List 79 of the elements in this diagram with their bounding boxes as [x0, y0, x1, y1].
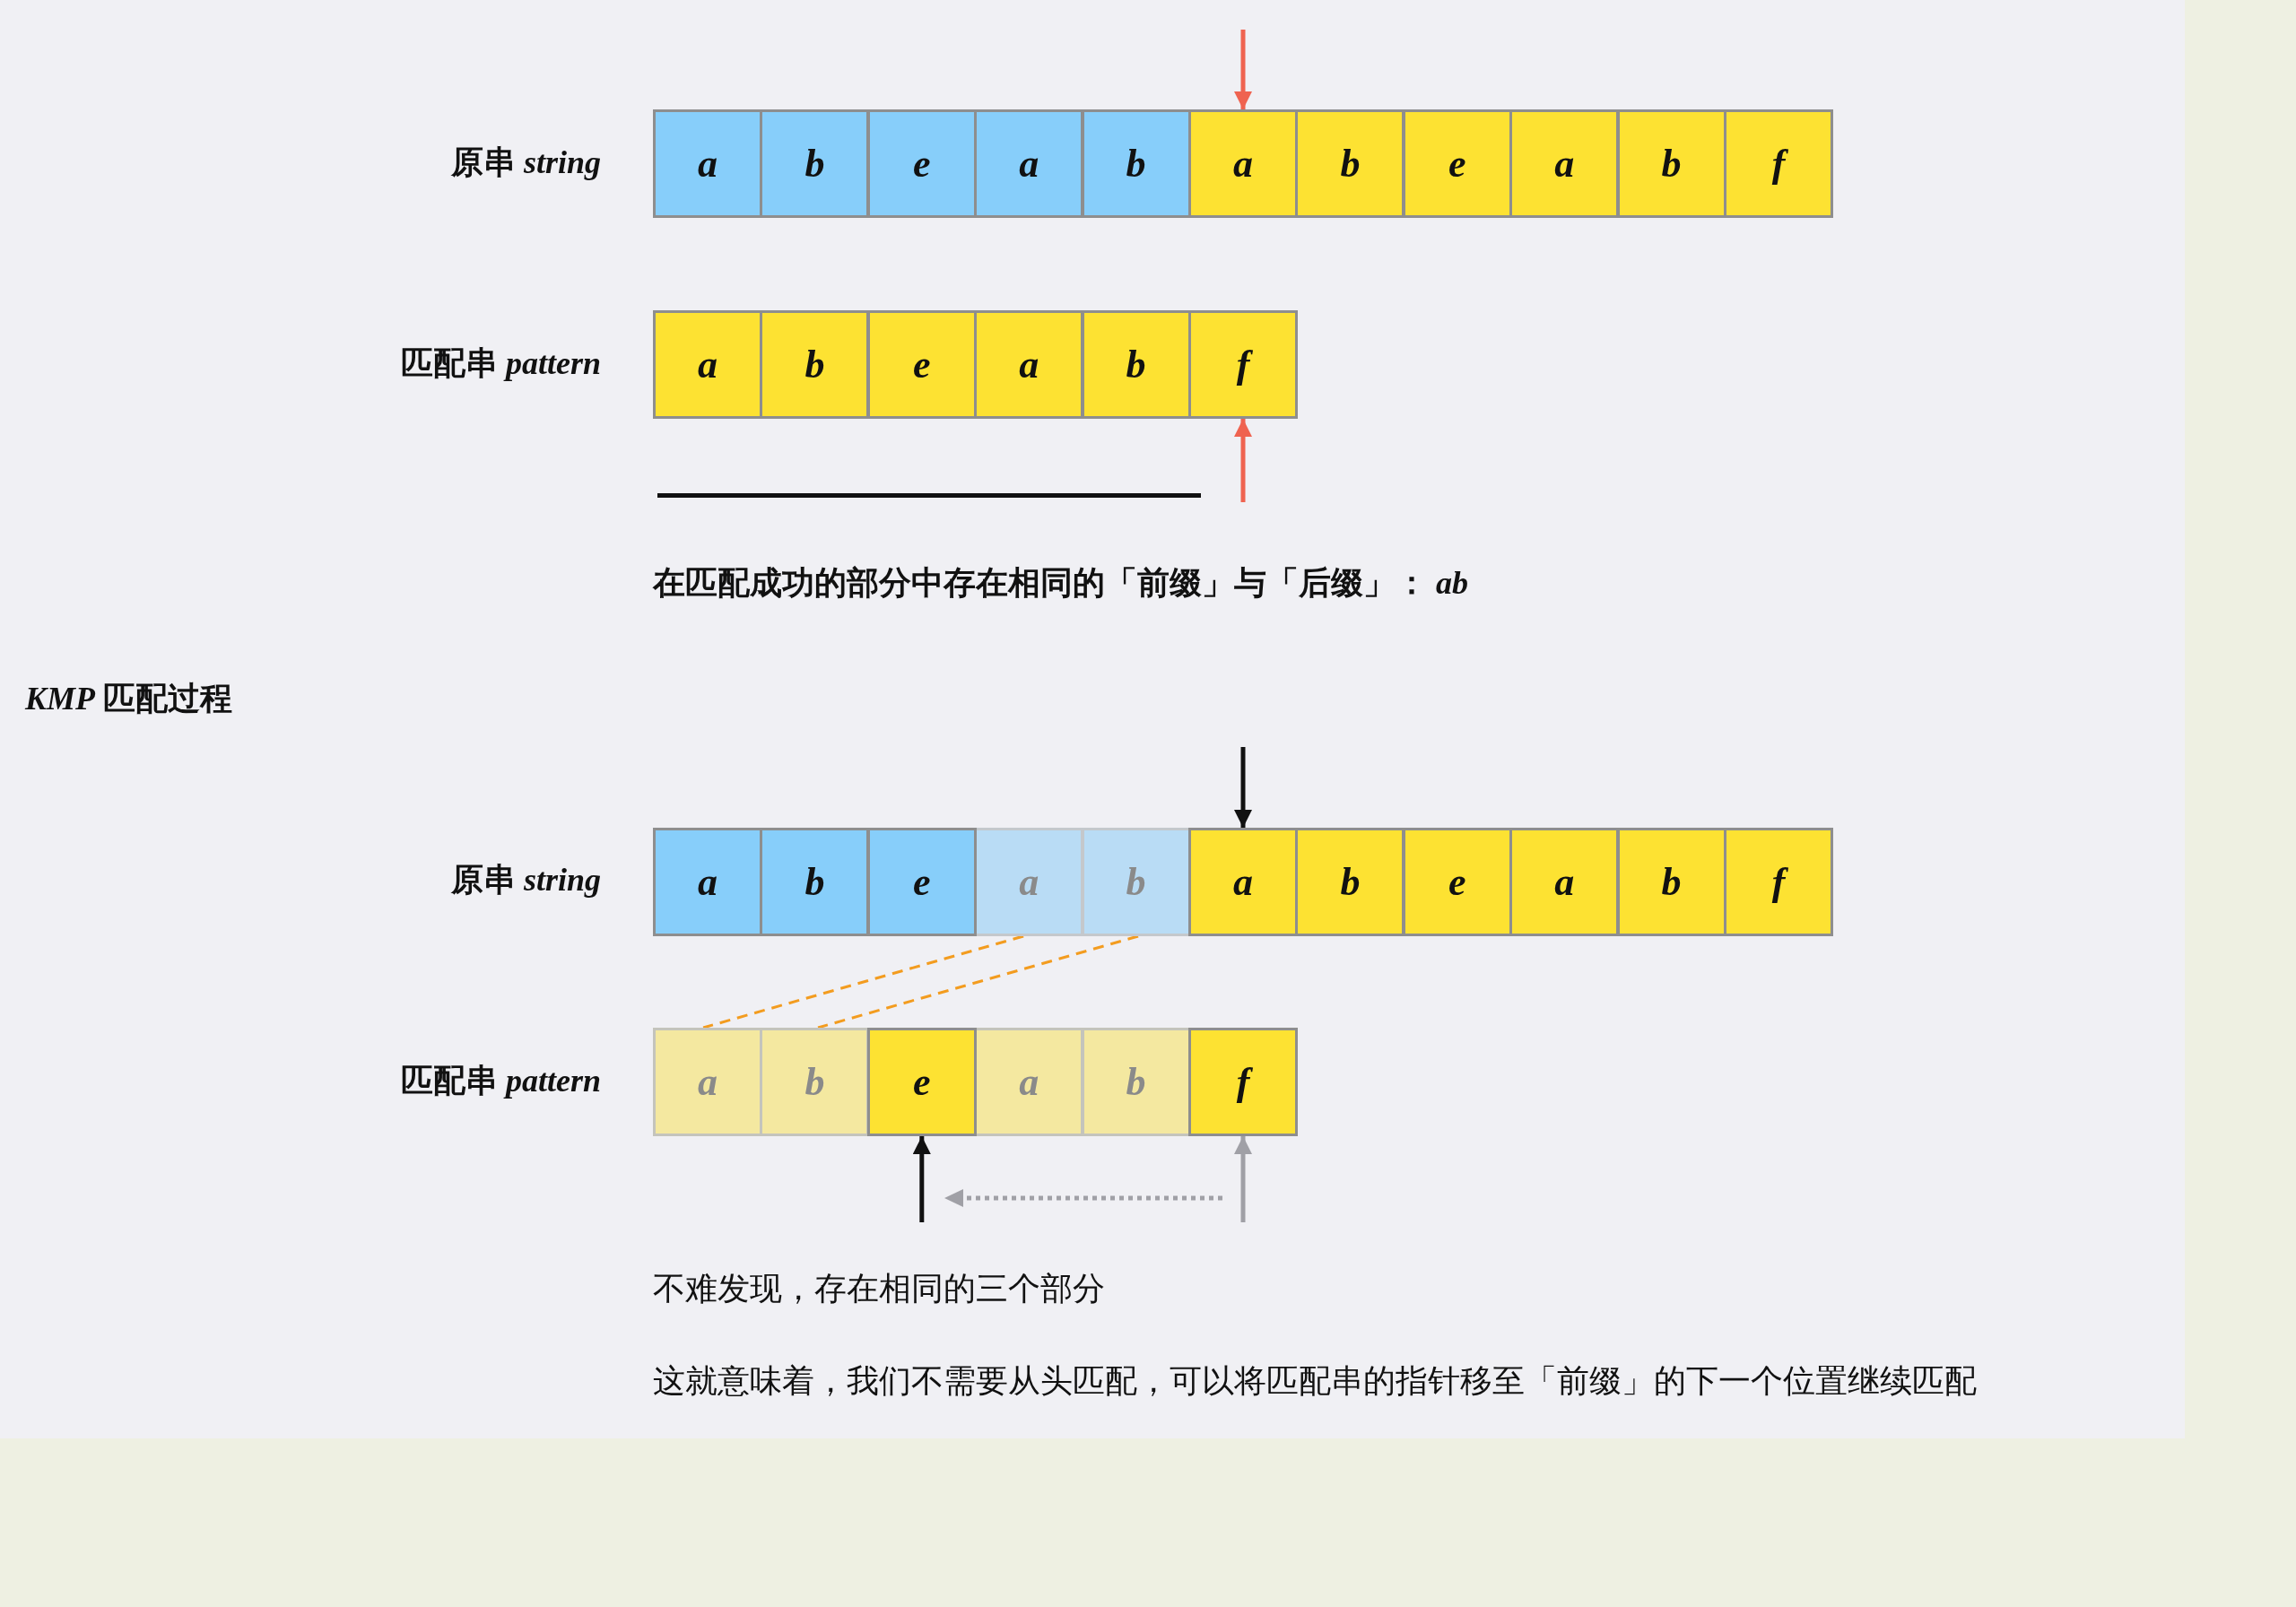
cell-letter: b	[1126, 859, 1146, 905]
letter-cell	[760, 1028, 870, 1136]
cell-letter: e	[1448, 141, 1466, 187]
letter-cell	[760, 310, 870, 419]
row-label: 原串 string	[450, 143, 601, 183]
cell-letter: b	[804, 859, 825, 905]
connector-line	[702, 934, 1024, 1029]
letter-cell	[760, 109, 870, 218]
letter-cell	[1081, 310, 1191, 419]
cell-letter: a	[1554, 859, 1575, 905]
cell-letter: b	[804, 342, 825, 387]
cell-letter: e	[913, 342, 931, 387]
note-text: 在匹配成功的部分中存在相同的「前缀」与「后缀」： ab	[653, 564, 1468, 604]
letter-cell	[1081, 1028, 1191, 1136]
pointer-arrow	[912, 1136, 931, 1222]
cell-letter: e	[1448, 859, 1466, 905]
cell-letter: b	[1126, 1059, 1146, 1105]
cell-letter: a	[698, 1059, 718, 1105]
letter-cell	[1188, 310, 1298, 419]
letter-cell	[1295, 828, 1405, 936]
letter-cell	[1188, 109, 1298, 218]
pointer-arrow	[1234, 1136, 1252, 1222]
cell-letter: b	[804, 141, 825, 187]
cell-letter: b	[1661, 141, 1682, 187]
cell-letter: a	[1554, 141, 1575, 187]
row-label: 匹配串 pattern	[401, 1062, 601, 1101]
pointer-arrow	[1234, 30, 1252, 109]
letter-cell	[1724, 828, 1833, 936]
cell-letter: a	[698, 342, 718, 387]
cell-letter: a	[1019, 141, 1039, 187]
letter-cell	[866, 310, 977, 419]
letter-cell	[653, 828, 762, 936]
note-text: 不难发现，存在相同的三个部分	[653, 1270, 1105, 1309]
cell-letter: a	[698, 859, 718, 905]
letter-cell	[1616, 828, 1726, 936]
row-label: 匹配串 pattern	[401, 344, 601, 384]
letter-cell	[653, 310, 762, 419]
letter-cell	[974, 109, 1084, 218]
letter-cell	[1295, 109, 1405, 218]
section-title: KMP 匹配过程	[25, 680, 232, 719]
letter-cell	[866, 828, 977, 936]
letter-cell	[653, 1028, 762, 1136]
letter-cell	[974, 828, 1084, 936]
cell-letter: a	[1233, 859, 1253, 905]
cell-letter: e	[913, 859, 931, 905]
letter-cell	[866, 109, 977, 218]
letter-cell	[974, 1028, 1084, 1136]
letter-cell	[1402, 828, 1512, 936]
letter-cell	[653, 109, 762, 218]
letter-cell	[866, 1028, 977, 1136]
cell-letter: e	[913, 141, 931, 187]
row-label: 原串 string	[450, 861, 601, 900]
cell-letter: a	[1019, 859, 1039, 905]
connector-line	[817, 934, 1139, 1029]
cell-letter: a	[1233, 141, 1253, 187]
letter-cell	[760, 828, 870, 936]
letter-cell	[1724, 109, 1833, 218]
cell-letter: a	[698, 141, 718, 187]
letter-cell	[1081, 109, 1191, 218]
letter-cell	[1188, 1028, 1298, 1136]
cell-letter: e	[913, 1059, 931, 1105]
letter-cell	[974, 310, 1084, 419]
cell-letter: b	[1340, 859, 1361, 905]
letter-cell	[1509, 828, 1620, 936]
cell-letter: b	[1126, 141, 1146, 187]
letter-cell	[1402, 109, 1512, 218]
cell-letter: a	[1019, 1059, 1039, 1105]
note-text: 这就意味着，我们不需要从头匹配，可以将匹配串的指针移至「前缀」的下一个位置继续匹配	[653, 1362, 1977, 1402]
cell-letter: b	[1126, 342, 1146, 387]
cell-letter: b	[804, 1059, 825, 1105]
cell-letter: a	[1019, 342, 1039, 387]
cell-letter: b	[1340, 141, 1361, 187]
letter-cell	[1616, 109, 1726, 218]
letter-cell	[1081, 828, 1191, 936]
letter-cell	[1188, 828, 1298, 936]
cell-letter: b	[1661, 859, 1682, 905]
letter-cell	[1509, 109, 1620, 218]
pointer-arrow	[1234, 747, 1252, 828]
pointer-arrow	[1234, 419, 1252, 502]
